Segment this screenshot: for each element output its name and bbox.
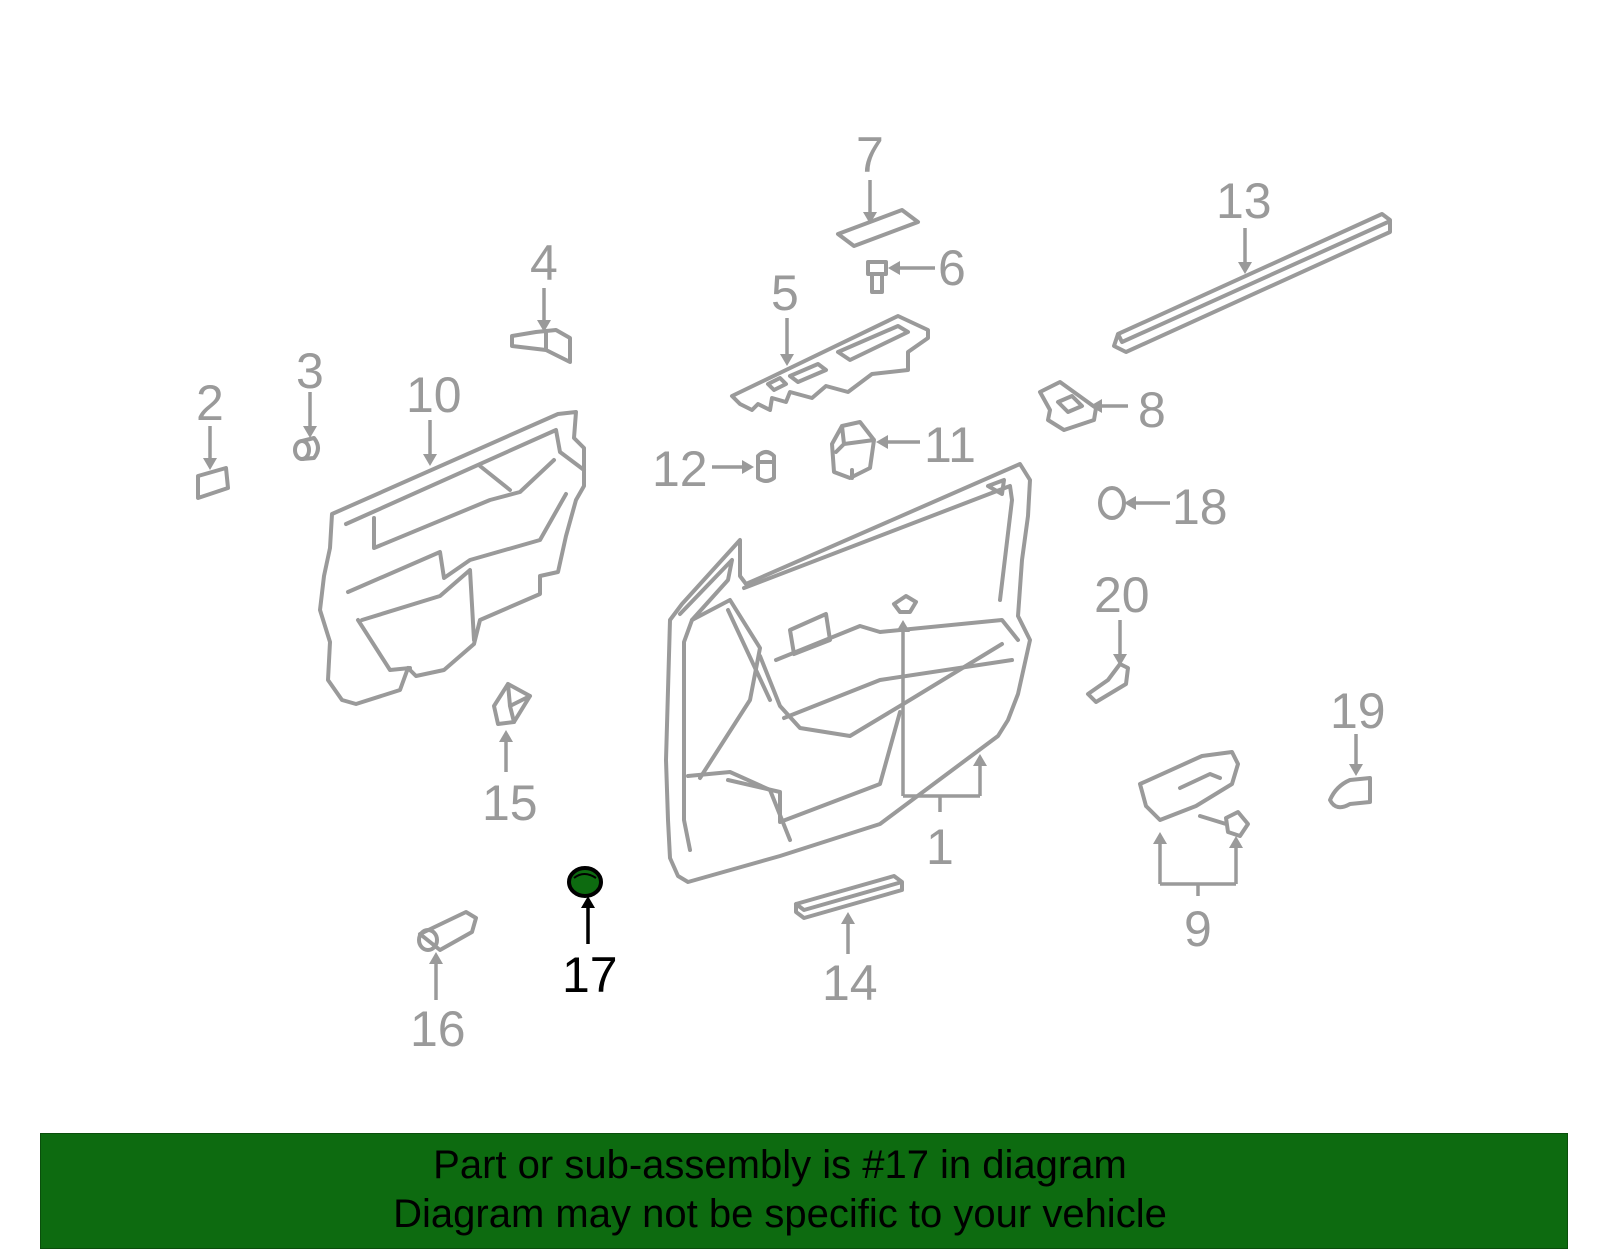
label-9: 9 [1184, 901, 1212, 957]
part-4-clip[interactable]: 4 [510, 235, 572, 364]
part-1-door-trim[interactable]: 1 [664, 462, 1032, 884]
label-13: 13 [1216, 173, 1272, 229]
label-19: 19 [1330, 683, 1386, 739]
part-8-bracket[interactable]: 8 [1038, 380, 1166, 438]
part-19-cap[interactable]: 19 [1328, 683, 1386, 810]
label-3: 3 [296, 343, 324, 399]
part-20-trim-piece[interactable]: 20 [1086, 567, 1150, 704]
label-7: 7 [856, 127, 884, 183]
part-9-grip[interactable]: 9 [1138, 750, 1250, 957]
part-7-trim[interactable]: 7 [836, 127, 920, 248]
part-13-molding[interactable]: 13 [1112, 173, 1392, 354]
part-15-clip[interactable]: 15 [482, 682, 538, 831]
label-16: 16 [410, 1001, 466, 1057]
part-18-ring[interactable]: 18 [1098, 479, 1228, 535]
part-12-clip[interactable]: 12 [652, 441, 776, 497]
part-10-door-panel[interactable]: 10 [318, 367, 586, 706]
label-12: 12 [652, 441, 708, 497]
label-8: 8 [1138, 382, 1166, 438]
label-2: 2 [196, 375, 224, 431]
part-16-grommet[interactable]: 16 [410, 910, 478, 1057]
banner-line-2: Diagram may not be specific to your vehi… [393, 1192, 1167, 1236]
label-5: 5 [771, 265, 799, 321]
part-2-pad[interactable]: 2 [196, 375, 230, 500]
part-5-switch-bezel[interactable]: 5 [730, 265, 930, 412]
label-15: 15 [482, 775, 538, 831]
info-banner: Part or sub-assembly is #17 in diagram D… [40, 1133, 1568, 1249]
label-11: 11 [924, 417, 976, 473]
label-10: 10 [406, 367, 462, 423]
label-6: 6 [938, 240, 966, 296]
label-17: 17 [562, 947, 618, 1003]
label-14: 14 [822, 955, 878, 1011]
part-3-plug[interactable]: 3 [293, 343, 324, 461]
label-20: 20 [1094, 567, 1150, 623]
part-6-screw[interactable]: 6 [866, 240, 966, 296]
label-18: 18 [1172, 479, 1228, 535]
part-11-switch[interactable]: 11 [830, 417, 976, 480]
part-17-plug-highlighted[interactable]: 17 [562, 866, 618, 1003]
label-4: 4 [530, 235, 558, 291]
part-14-sill-strip[interactable]: 14 [794, 874, 904, 1011]
banner-line-1: Part or sub-assembly is #17 in diagram [433, 1143, 1127, 1187]
label-1: 1 [926, 819, 954, 875]
